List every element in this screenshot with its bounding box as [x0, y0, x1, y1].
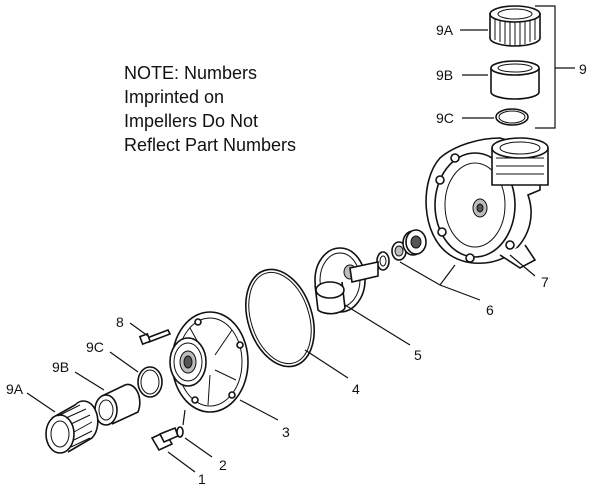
label-9b-bottom: 9B	[52, 359, 69, 375]
drain-plug	[150, 426, 180, 452]
label-4: 4	[352, 381, 360, 397]
union-oring-top	[495, 108, 529, 126]
seal-plate	[169, 311, 249, 413]
label-1: 1	[198, 471, 206, 487]
label-9a-bottom: 9A	[6, 381, 24, 397]
plug-gasket	[176, 426, 184, 438]
label-7: 7	[541, 274, 549, 290]
note-line-1: NOTE: Numbers	[124, 63, 258, 83]
union-tailpiece-top	[490, 60, 540, 100]
label-9c-top: 9C	[436, 110, 454, 126]
shaft-seal	[376, 229, 427, 271]
label-9a-top: 9A	[436, 22, 454, 38]
housing-oring	[245, 268, 315, 368]
note-line-3: Impellers Do Not	[124, 111, 259, 131]
label-5: 5	[414, 347, 422, 363]
label-3: 3	[282, 424, 290, 440]
union-oring-bottom	[137, 366, 163, 398]
note-text: NOTE: Numbers Imprinted on Impellers Do …	[124, 61, 344, 157]
label-2: 2	[219, 457, 227, 473]
union-tailpiece-bottom	[94, 383, 141, 426]
pump-housing	[425, 137, 549, 269]
screw	[138, 328, 172, 346]
label-6: 6	[486, 302, 494, 318]
label-9c-bottom: 9C	[86, 339, 104, 355]
note-line-4: Reflect Part Numbers	[124, 135, 297, 155]
union-nut-bottom	[45, 400, 99, 454]
label-9: 9	[579, 61, 587, 77]
bracket-9	[535, 5, 575, 129]
note-line-2: Imprinted on	[124, 87, 225, 107]
label-8: 8	[116, 314, 124, 330]
label-9b-top: 9B	[436, 67, 453, 83]
union-nut-top	[489, 5, 541, 47]
impeller	[314, 247, 379, 315]
